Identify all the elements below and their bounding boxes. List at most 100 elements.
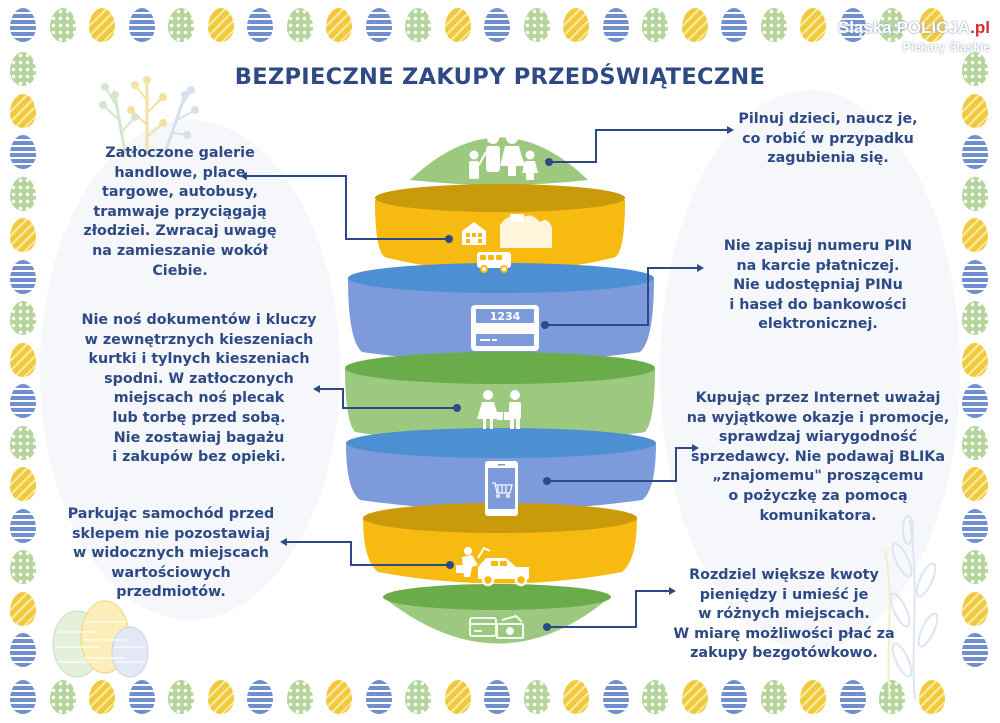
smartphone-cart-icon — [485, 461, 518, 516]
easter-egg-icon — [602, 680, 629, 714]
tip-pin: Nie zapisuj numeru PIN na karcie płatnic… — [700, 237, 936, 335]
easter-egg-icon — [10, 508, 36, 543]
easter-egg-icon — [962, 259, 988, 294]
easter-egg-icon — [642, 8, 668, 42]
tip-line: co robić w przypadku — [742, 130, 914, 147]
tip-line: Nie noś dokumentów i kluczy — [81, 312, 317, 328]
tip-line: Pilnuj dzieci, naucz je, — [738, 111, 918, 127]
easter-egg-icon — [800, 680, 826, 714]
tip-line: spodni. W zatłoczonych — [104, 370, 294, 387]
tip-line: Kupując przez Internet uważaj — [695, 390, 941, 406]
tip-children: Pilnuj dzieci, naucz je, co robić w przy… — [728, 110, 928, 169]
tip-line: Ciebie. — [152, 262, 208, 279]
tip-line: na wyjątkowe okazje i promocje, — [686, 409, 950, 426]
easter-egg-icon — [10, 425, 36, 460]
easter-egg-icon — [128, 8, 155, 42]
egg-layer-car — [363, 503, 637, 584]
easter-egg-icon — [918, 8, 945, 42]
pin-card-icon: 1234 — [471, 305, 539, 351]
easter-egg-icon — [602, 8, 629, 42]
easter-egg-icon — [760, 680, 787, 714]
tip-line: pieniędzy i umieść je — [699, 586, 869, 603]
easter-egg-icon — [89, 8, 115, 42]
tip-line: na karcie płatniczej. — [736, 257, 900, 274]
tip-line: Zatłoczone galerie — [105, 145, 255, 161]
easter-egg-icon — [128, 680, 155, 714]
easter-egg-icon — [879, 680, 905, 714]
tip-line: Rozdziel większe kwoty — [689, 567, 879, 583]
easter-egg-icon — [10, 218, 36, 252]
tip-line: sprawdzaj wiarygodność — [718, 429, 918, 446]
easter-egg-icon — [962, 52, 988, 86]
easter-egg-icon — [523, 680, 550, 714]
easter-egg-icon — [962, 384, 988, 418]
easter-egg-icon — [168, 680, 194, 714]
easter-egg-icon — [10, 467, 36, 501]
tip-line: zakupy bezgotówkowo. — [690, 645, 878, 662]
easter-egg-icon — [879, 8, 905, 42]
cards-cash-icon — [469, 614, 524, 639]
easter-egg-icon — [962, 467, 988, 501]
tip-line: sklepem nie pozostawiaj — [71, 525, 271, 542]
easter-egg-icon — [721, 680, 747, 714]
tip-internet: Kupując przez Internet uważaj na wyjątko… — [676, 389, 960, 526]
logo-main-text: Śląska.POLICJA.pl — [838, 18, 990, 38]
easter-egg-icon — [839, 680, 866, 714]
easter-egg-icon — [168, 8, 194, 42]
tip-line: komunikatora. — [759, 507, 877, 524]
police-logo[interactable]: Śląska.POLICJA.pl Piekary Śląskie — [838, 18, 990, 54]
easter-egg-icon — [286, 8, 313, 42]
easter-egg-icon — [563, 8, 589, 42]
easter-egg-icon — [962, 135, 988, 169]
shoppers-with-bags-icon — [477, 390, 521, 429]
background-shape — [660, 90, 960, 650]
tip-line: o pożyczkę za pomocą — [728, 487, 908, 504]
easter-egg-icon — [10, 591, 36, 626]
easter-egg-icon — [286, 680, 313, 714]
easter-egg-icon — [962, 425, 988, 460]
tip-line: „znajomemu" proszącemu — [712, 468, 924, 485]
tip-line: na zamieszanie wokół — [92, 242, 268, 259]
easter-egg-icon — [962, 93, 988, 128]
easter-egg-icon — [405, 680, 431, 714]
easter-egg-icon — [10, 550, 36, 584]
tip-line: złodziei. Zwracaj uwagę — [83, 223, 277, 240]
easter-egg-icon — [326, 680, 352, 714]
easter-egg-icon — [523, 8, 550, 42]
easter-egg-icon — [10, 384, 36, 418]
easter-egg-icon — [721, 8, 747, 42]
easter-egg-icon — [49, 8, 76, 42]
easter-egg-icon — [10, 8, 36, 42]
easter-egg-icon — [962, 550, 988, 584]
easter-egg-icon — [207, 8, 234, 42]
easter-egg-icon — [760, 8, 787, 42]
tip-line: targowe, autobusy, — [102, 184, 258, 201]
tip-line: i zakupów bez opieki. — [112, 449, 286, 466]
connector-dots — [445, 158, 553, 631]
easter-egg-icon — [444, 680, 471, 714]
easter-egg-icon — [484, 8, 510, 42]
connector-lines — [244, 129, 730, 628]
easter-egg-icon — [10, 176, 36, 211]
car-trunk-icon — [456, 546, 529, 587]
easter-egg-icon — [642, 680, 668, 714]
decorative-eggs-group-icon — [52, 600, 149, 678]
tip-line: Nie zapisuj numeru PIN — [723, 238, 913, 254]
easter-egg-icon — [962, 342, 988, 377]
easter-egg-icon — [839, 8, 866, 42]
easter-egg-icon — [207, 680, 234, 714]
egg-layer-shoppers — [345, 352, 655, 444]
easter-egg-icon — [681, 680, 708, 714]
easter-egg-icon — [10, 259, 36, 294]
easter-egg-icon — [10, 301, 36, 335]
tip-line: w zewnętrznych kieszeniach — [84, 331, 314, 348]
tip-line: tramwaje przyciągają — [93, 203, 267, 220]
easter-egg-icon — [484, 680, 510, 714]
easter-egg-icon — [247, 8, 273, 42]
tip-parking: Parkując samochód przed sklepem nie pozo… — [58, 505, 284, 603]
easter-egg-icon — [49, 680, 76, 714]
tip-line: Parkując samochód przed — [67, 506, 275, 522]
tip-line: wartościowych — [111, 564, 231, 581]
easter-egg-icon — [681, 8, 708, 42]
